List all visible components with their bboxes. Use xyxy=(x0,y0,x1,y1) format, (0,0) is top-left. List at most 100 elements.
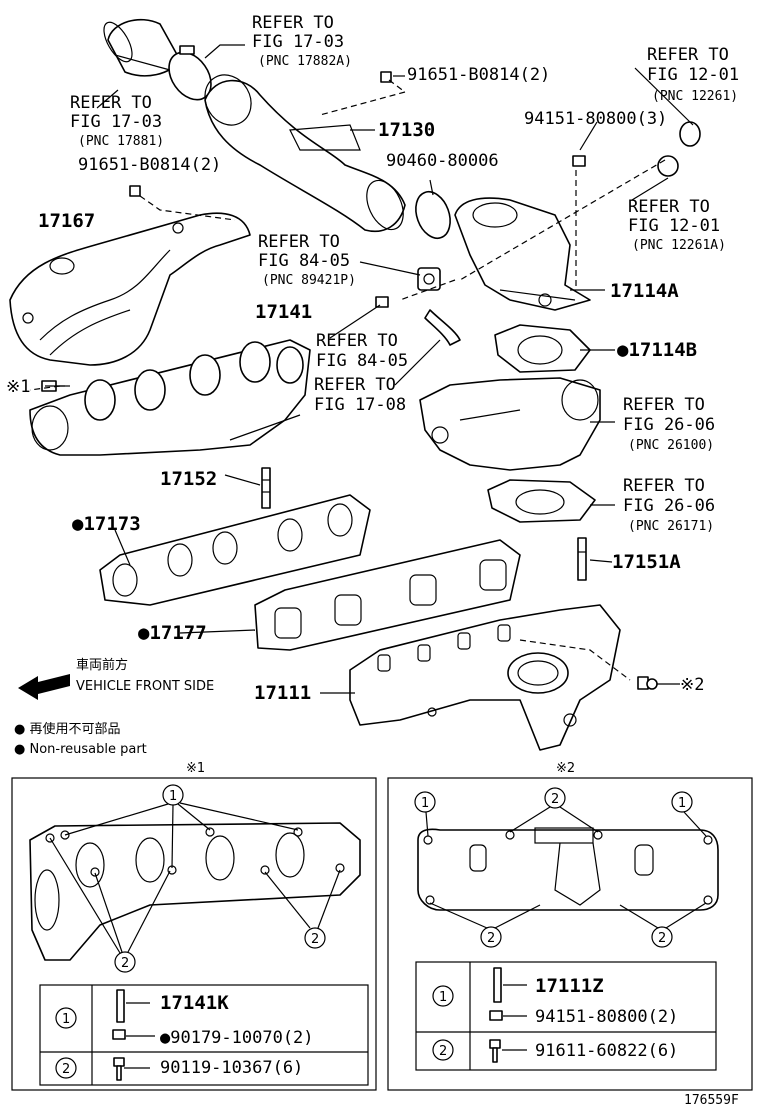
outlet-17114A xyxy=(454,197,591,311)
refer-26-06-a-line1: REFER TO xyxy=(623,395,705,415)
refer-26-06-b-line1: REFER TO xyxy=(623,476,705,496)
detail-right-circle-1a xyxy=(414,791,436,813)
detail-right-key-1 xyxy=(432,985,454,1007)
part-17152-label: 17152 xyxy=(160,468,217,490)
detail-right-row1-part: 17111Z xyxy=(535,975,604,997)
exhaust-manifold-17141 xyxy=(29,339,311,456)
refer-26-06-a-line2: FIG 26-06 xyxy=(623,415,715,435)
callout-texts: REFER TO FIG 17-03 (PNC 17882A) 91651-B0… xyxy=(6,13,739,704)
bolt-91651-top xyxy=(380,71,392,83)
bolt-91651-top-label: 91651-B0814(2) xyxy=(407,65,550,85)
cap-12261A xyxy=(657,155,679,177)
front-label-en: VEHICLE FRONT SIDE xyxy=(76,679,214,694)
part-17151A-label: 17151A xyxy=(612,551,681,573)
detail-left-circle-2a xyxy=(114,951,136,973)
nut-icon xyxy=(112,1029,126,1040)
nonreusable-jp: ● 再使用不可部品 xyxy=(14,721,120,737)
part-17111-label: 17111 xyxy=(254,682,311,704)
intake-pipe-17130 xyxy=(204,74,406,232)
refer-12-01-mid-pnc: (PNC 12261A) xyxy=(632,238,726,253)
detail-left-row1-part2: ●90179-10070(2) xyxy=(160,1028,314,1048)
nut-94151-label: 94151-80800(3) xyxy=(524,109,667,129)
refer-26-06-b-pnc: (PNC 26171) xyxy=(628,519,714,534)
detail-left-circle-2a-text: 2 xyxy=(121,956,129,971)
detail-left-circle-1-text: 1 xyxy=(169,789,177,804)
part-17173-label: ●17173 xyxy=(72,513,141,535)
bolt-small-mid xyxy=(375,296,389,308)
part-17114B-label: ●17114B xyxy=(617,339,697,361)
front-label-jp: 車両前方 xyxy=(76,657,128,673)
front-arrow-icon xyxy=(18,674,70,700)
refer-17-03-top-line1: REFER TO xyxy=(252,13,334,33)
mark-2-label: ※2 xyxy=(680,675,704,695)
detail-right-circle-1b xyxy=(671,791,693,813)
nonreusable-legend: ● 再使用不可部品 ● Non-reusable part xyxy=(14,721,147,757)
intake-manifold-17111 xyxy=(349,604,621,751)
detail-box-right: ※2 1 1 2 2 2 1 2 xyxy=(387,761,753,1091)
stud-17151A xyxy=(577,537,587,581)
nut-icon-right xyxy=(489,1010,503,1021)
detail-right-circle-2c-text: 2 xyxy=(658,931,666,946)
detail-left-title: ※1 xyxy=(186,761,205,776)
detail-left-key-2-text: 2 xyxy=(62,1062,70,1077)
stud-icon-right xyxy=(493,967,502,1003)
stud-17152 xyxy=(261,467,271,509)
part-17177-label: ●17177 xyxy=(138,622,207,644)
detail-left-key-2 xyxy=(55,1057,77,1079)
stud-icon xyxy=(116,989,125,1023)
detail-left-key-1-text: 1 xyxy=(62,1012,70,1027)
vehicle-front-legend: 車両前方 VEHICLE FRONT SIDE xyxy=(18,657,214,700)
refer-84-05-b-line2: FIG 84-05 xyxy=(316,351,408,371)
detail-right-circle-2a xyxy=(544,787,566,809)
refer-84-05-a-line2: FIG 84-05 xyxy=(258,251,350,271)
mark-1-label: ※1 xyxy=(6,377,30,397)
refer-17-03-left-pnc: (PNC 17881) xyxy=(78,134,164,149)
nonreusable-en: ● Non-reusable part xyxy=(14,742,147,757)
refer-84-05-b-line1: REFER TO xyxy=(316,331,398,351)
detail-right-key-2-text: 2 xyxy=(439,1044,447,1059)
refer-17-03-top-pnc: (PNC 17882A) xyxy=(258,54,352,69)
detail-right-circle-2b xyxy=(480,926,502,948)
detail-right-key-1-text: 1 xyxy=(439,990,447,1005)
detail-left-circle-2b xyxy=(304,927,326,949)
detail-right-circle-2c xyxy=(651,926,673,948)
gasket-17177 xyxy=(254,539,521,651)
bolt-91651-left xyxy=(129,185,141,197)
refer-17-03-left-line2: FIG 17-03 xyxy=(70,112,162,132)
detail-right-circle-2a-text: 2 xyxy=(551,792,559,807)
refer-26-06-b-line2: FIG 26-06 xyxy=(623,496,715,516)
refer-12-01-top-line1: REFER TO xyxy=(647,45,729,65)
heat-insulator-17167 xyxy=(9,212,251,366)
detail-right-circle-2b-text: 2 xyxy=(487,931,495,946)
ring-12261 xyxy=(679,121,701,147)
refer-17-03-top-line2: FIG 17-03 xyxy=(252,32,344,52)
detail-right-circle-1b-text: 1 xyxy=(678,796,686,811)
part-17167-label: 17167 xyxy=(38,210,95,232)
throttle-body xyxy=(419,377,601,471)
detail-right-row2-part: 91611-60822(6) xyxy=(535,1041,678,1061)
detail-left-row2-part: 90119-10367(6) xyxy=(160,1058,303,1078)
refer-84-05-a-line1: REFER TO xyxy=(258,232,340,252)
refer-17-08-line2: FIG 17-08 xyxy=(314,395,406,415)
air-hose xyxy=(103,18,181,77)
small-hose xyxy=(424,309,461,346)
sensor-part xyxy=(417,267,441,291)
part-17114A-label: 17114A xyxy=(610,280,679,302)
refer-12-01-mid-line1: REFER TO xyxy=(628,197,710,217)
part-90460-label: 90460-80006 xyxy=(386,151,499,171)
part-17130-label: 17130 xyxy=(378,119,435,141)
refer-12-01-top-line2: FIG 12-01 xyxy=(647,65,739,85)
detail-right-row1-part2: 94151-80800(2) xyxy=(535,1007,678,1027)
bolt-icon-right xyxy=(489,1039,501,1049)
detail-left-key-1 xyxy=(55,1007,77,1029)
refer-12-01-top-pnc: (PNC 12261) xyxy=(652,89,738,104)
gasket-26171 xyxy=(487,479,596,523)
detail-right-key-2 xyxy=(432,1039,454,1061)
leader-lines xyxy=(29,44,694,694)
figure-code: 176559F xyxy=(684,1093,739,1108)
refer-17-03-left-line1: REFER TO xyxy=(70,93,152,113)
refer-26-06-a-pnc: (PNC 26100) xyxy=(628,438,714,453)
refer-17-08-line1: REFER TO xyxy=(314,375,396,395)
